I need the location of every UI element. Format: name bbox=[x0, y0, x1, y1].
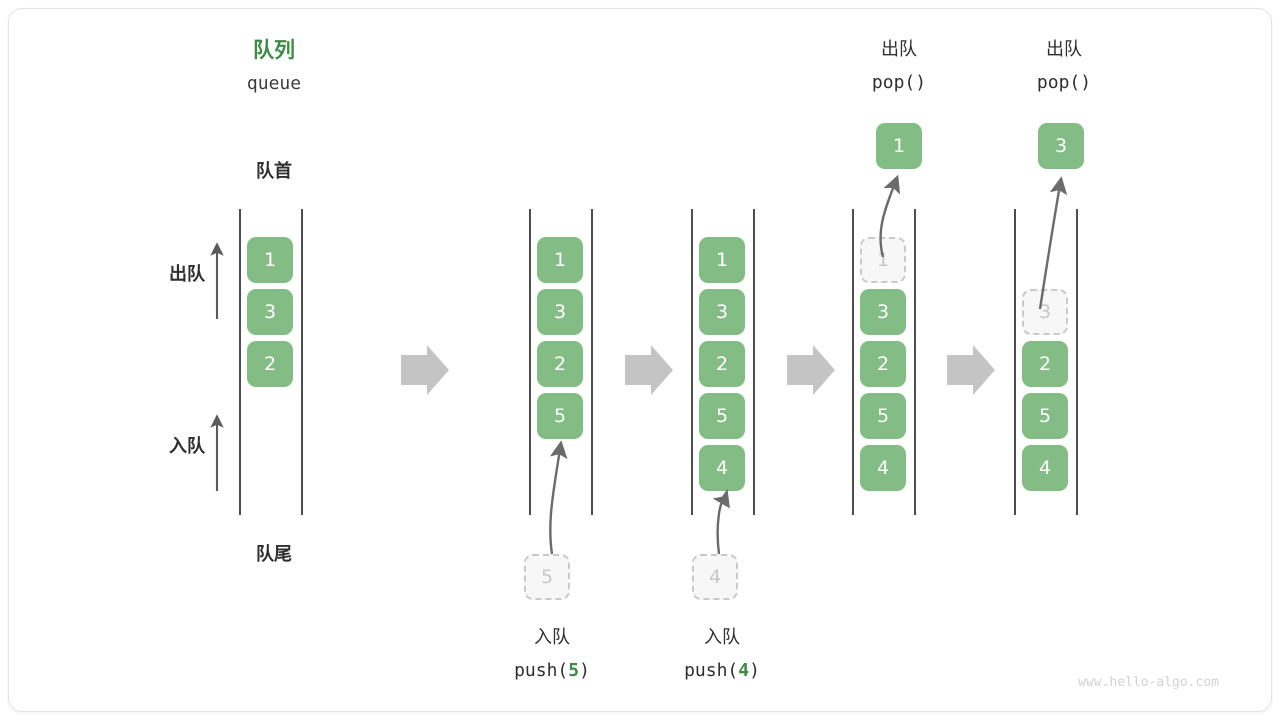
watermark: www.hello-algo.com bbox=[1078, 675, 1219, 690]
operation-code-suffix: ) bbox=[915, 72, 927, 93]
operation-label-cn: 入队 bbox=[534, 627, 570, 647]
operation-code-prefix: pop( bbox=[871, 72, 916, 93]
queue-cell: 2 bbox=[860, 341, 906, 387]
queue-rear-label: 队尾 bbox=[256, 544, 292, 564]
queue-cell: 4 bbox=[860, 445, 906, 491]
rail-right-col3 bbox=[753, 209, 755, 515]
operation-code-prefix: push( bbox=[684, 660, 739, 681]
queue-cell: 2 bbox=[247, 341, 293, 387]
operation-label-code: pop() bbox=[1009, 72, 1119, 94]
queue-cell: 2 bbox=[537, 341, 583, 387]
step-arrow-icon bbox=[787, 345, 835, 395]
operation-code-suffix: ) bbox=[749, 660, 760, 681]
enqueue-direction-label: 入队 bbox=[169, 436, 205, 456]
rail-left-col3 bbox=[691, 209, 693, 515]
rail-left-col4 bbox=[852, 209, 854, 515]
page-title: 队列 bbox=[253, 39, 295, 62]
rail-left-col2 bbox=[529, 209, 531, 515]
operation-code-prefix: push( bbox=[514, 660, 569, 681]
queue-cell-ghost: 1 bbox=[860, 237, 906, 283]
queue-cell: 3 bbox=[537, 289, 583, 335]
operation-code-prefix: pop( bbox=[1036, 72, 1081, 93]
operation-code-value: 5 bbox=[568, 660, 580, 681]
push-arrow-icon bbox=[549, 440, 568, 555]
dequeue-direction-label: 出队 bbox=[169, 264, 205, 284]
operation-label-cn: 入队 bbox=[704, 627, 740, 647]
operation-label-code: push(5) bbox=[487, 660, 617, 682]
step-arrow-icon bbox=[625, 345, 673, 395]
queue-cell: 3 bbox=[247, 289, 293, 335]
queue-cell: 5 bbox=[860, 393, 906, 439]
queue-front-label: 队首 bbox=[256, 161, 292, 181]
diagram-card: 队列 queue 队首 队尾 出队 入队 1 3 2 1 3 2 5 5 入队 … bbox=[8, 8, 1272, 712]
step-arrow-icon bbox=[401, 345, 449, 395]
queue-cell: 4 bbox=[699, 445, 745, 491]
queue-cell: 5 bbox=[537, 393, 583, 439]
operation-code-suffix: ) bbox=[579, 660, 590, 681]
queue-cell: 3 bbox=[860, 289, 906, 335]
pending-cell: 4 bbox=[692, 554, 738, 600]
queue-cell: 1 bbox=[699, 237, 745, 283]
diagram-stage: 队列 queue 队首 队尾 出队 入队 1 3 2 1 3 2 5 5 入队 … bbox=[9, 9, 1271, 711]
operation-label-cn: 出队 bbox=[1046, 39, 1082, 59]
operation-code-value: 4 bbox=[738, 660, 750, 681]
queue-cell-ghost: 3 bbox=[1022, 289, 1068, 335]
queue-cell: 2 bbox=[1022, 341, 1068, 387]
queue-cell: 1 bbox=[537, 237, 583, 283]
arrow-overlay bbox=[210, 174, 1068, 555]
rail-left-col1 bbox=[239, 209, 241, 515]
queue-cell: 1 bbox=[247, 237, 293, 283]
step-arrow-icon bbox=[947, 345, 995, 395]
rail-right-col2 bbox=[591, 209, 593, 515]
popped-cell: 3 bbox=[1038, 123, 1084, 169]
queue-cell: 2 bbox=[699, 341, 745, 387]
push-arrow-icon bbox=[712, 488, 730, 555]
queue-cell: 3 bbox=[699, 289, 745, 335]
rail-right-col5 bbox=[1076, 209, 1078, 515]
popped-cell: 1 bbox=[876, 123, 922, 169]
rail-right-col4 bbox=[914, 209, 916, 515]
queue-cell: 5 bbox=[1022, 393, 1068, 439]
rail-left-col5 bbox=[1014, 209, 1016, 515]
pending-cell: 5 bbox=[524, 554, 570, 600]
page-subtitle: queue bbox=[246, 73, 302, 94]
rail-right-col1 bbox=[301, 209, 303, 515]
operation-code-suffix: ) bbox=[1080, 72, 1092, 93]
operation-label-code: push(4) bbox=[657, 660, 787, 682]
queue-cell: 4 bbox=[1022, 445, 1068, 491]
queue-cell: 5 bbox=[699, 393, 745, 439]
operation-label-cn: 出队 bbox=[881, 39, 917, 59]
operation-label-code: pop() bbox=[844, 72, 954, 94]
